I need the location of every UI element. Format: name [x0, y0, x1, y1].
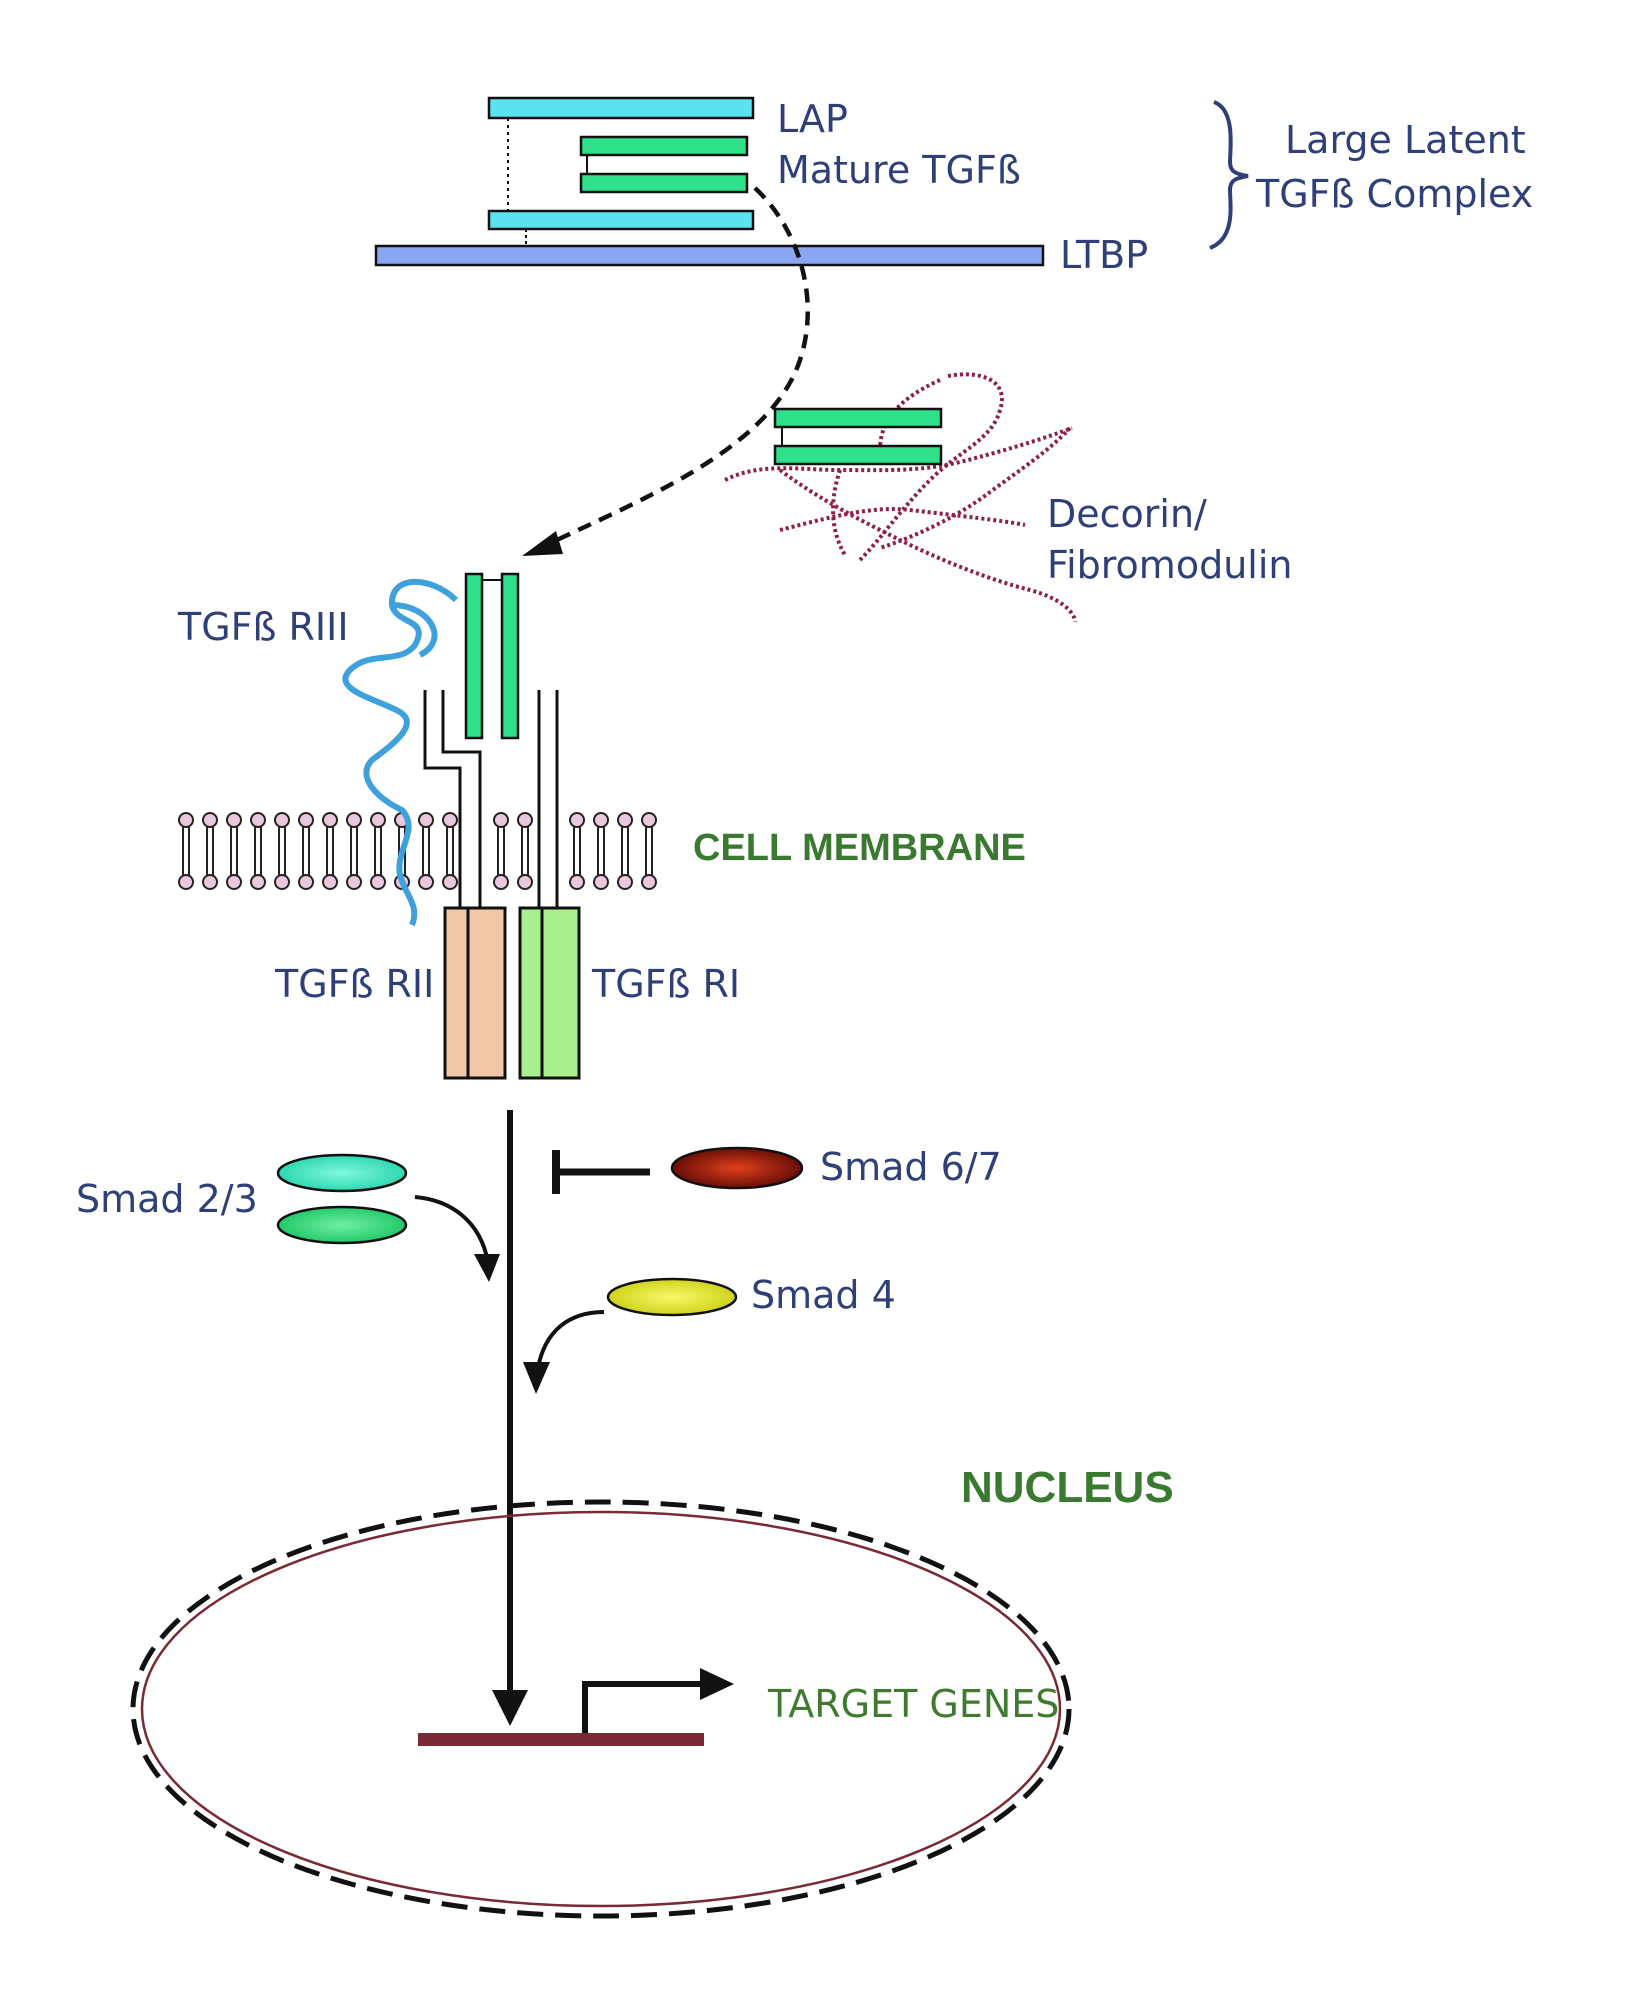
tgfb-r3-label: TGFß RIII [177, 605, 349, 649]
ltbp-bar [374, 244, 1045, 267]
mature-tgfb-bar-2 [579, 172, 749, 194]
tgfb-r2 [443, 906, 507, 1080]
complex-brace [1209, 100, 1249, 250]
smad23-arrow-head [474, 1254, 500, 1282]
lipid-bilayer-left [178, 812, 458, 890]
transcription-start-arrow [582, 1681, 705, 1733]
release-dashed-arrow [539, 186, 810, 551]
large-latent-complex: LAP Mature TGFß LTBP Large Latent TGFß C… [374, 96, 1533, 277]
lap-label: LAP [777, 97, 848, 141]
mature-tgfb-label: Mature TGFß [777, 148, 1021, 192]
receptor-stalks [423, 690, 559, 910]
smad4-arrow-head [523, 1362, 550, 1394]
main-signal-arrow-head [492, 1690, 528, 1726]
smad23-arrow [414, 1195, 490, 1263]
complex-label-line1: Large Latent [1285, 118, 1526, 162]
transcription-arrow-head [700, 1668, 734, 1700]
tgfb-r1-label: TGFß RI [591, 962, 740, 1006]
smad4-label: Smad 4 [751, 1273, 896, 1317]
smad4-ellipse [606, 1277, 738, 1317]
target-genes-label: TARGET GENES [767, 1682, 1059, 1726]
tgfb-r3-chain [342, 578, 459, 927]
bound-ligand-bar-1 [464, 572, 484, 740]
smad67-ellipse [670, 1146, 804, 1190]
smad-2-3 [276, 1153, 408, 1245]
release-arrow-head [522, 531, 563, 556]
smad3-ellipse [276, 1205, 408, 1245]
lap-bar-top [487, 96, 755, 120]
bound-ligand-bar-2 [500, 572, 520, 740]
nucleus-inner-membrane [140, 1510, 1062, 1908]
bound-tgfb-ligand [464, 572, 520, 740]
free-tgfb-bar-1 [773, 407, 943, 429]
ltbp-label: LTBP [1060, 233, 1148, 277]
decorin-label-line1: Decorin/ [1047, 492, 1207, 536]
smad67-label: Smad 6/7 [820, 1145, 1002, 1189]
smad2-ellipse [276, 1153, 408, 1193]
nucleus-outer-dashed [130, 1499, 1072, 1919]
tgfb-r1 [518, 906, 581, 1080]
smad23-label: Smad 2/3 [76, 1177, 258, 1221]
smad-6-7-inhibition [552, 1150, 650, 1194]
lap-bar-bottom [487, 209, 755, 231]
nucleus-label: NUCLEUS [961, 1463, 1174, 1512]
mature-tgfb-bar-1 [579, 135, 749, 157]
lipid-bilayer-right [569, 812, 657, 890]
decorin-label-line2: Fibromodulin [1047, 543, 1292, 587]
nucleus [130, 1499, 1072, 1919]
smad4-arrow [536, 1310, 605, 1369]
decorin-fibromodulin: Decorin/ Fibromodulin [724, 372, 1292, 623]
cell-membrane-label: CELL MEMBRANE [693, 827, 1026, 869]
free-tgfb-bar-2 [773, 444, 943, 466]
complex-label-line2: TGFß Complex [1255, 172, 1533, 216]
lipid-bilayer-middle [493, 812, 533, 890]
cell-membrane: CELL MEMBRANE [178, 812, 1026, 890]
tgfb-r2-label: TGFß RII [274, 962, 434, 1006]
gene-bar [418, 1733, 704, 1746]
